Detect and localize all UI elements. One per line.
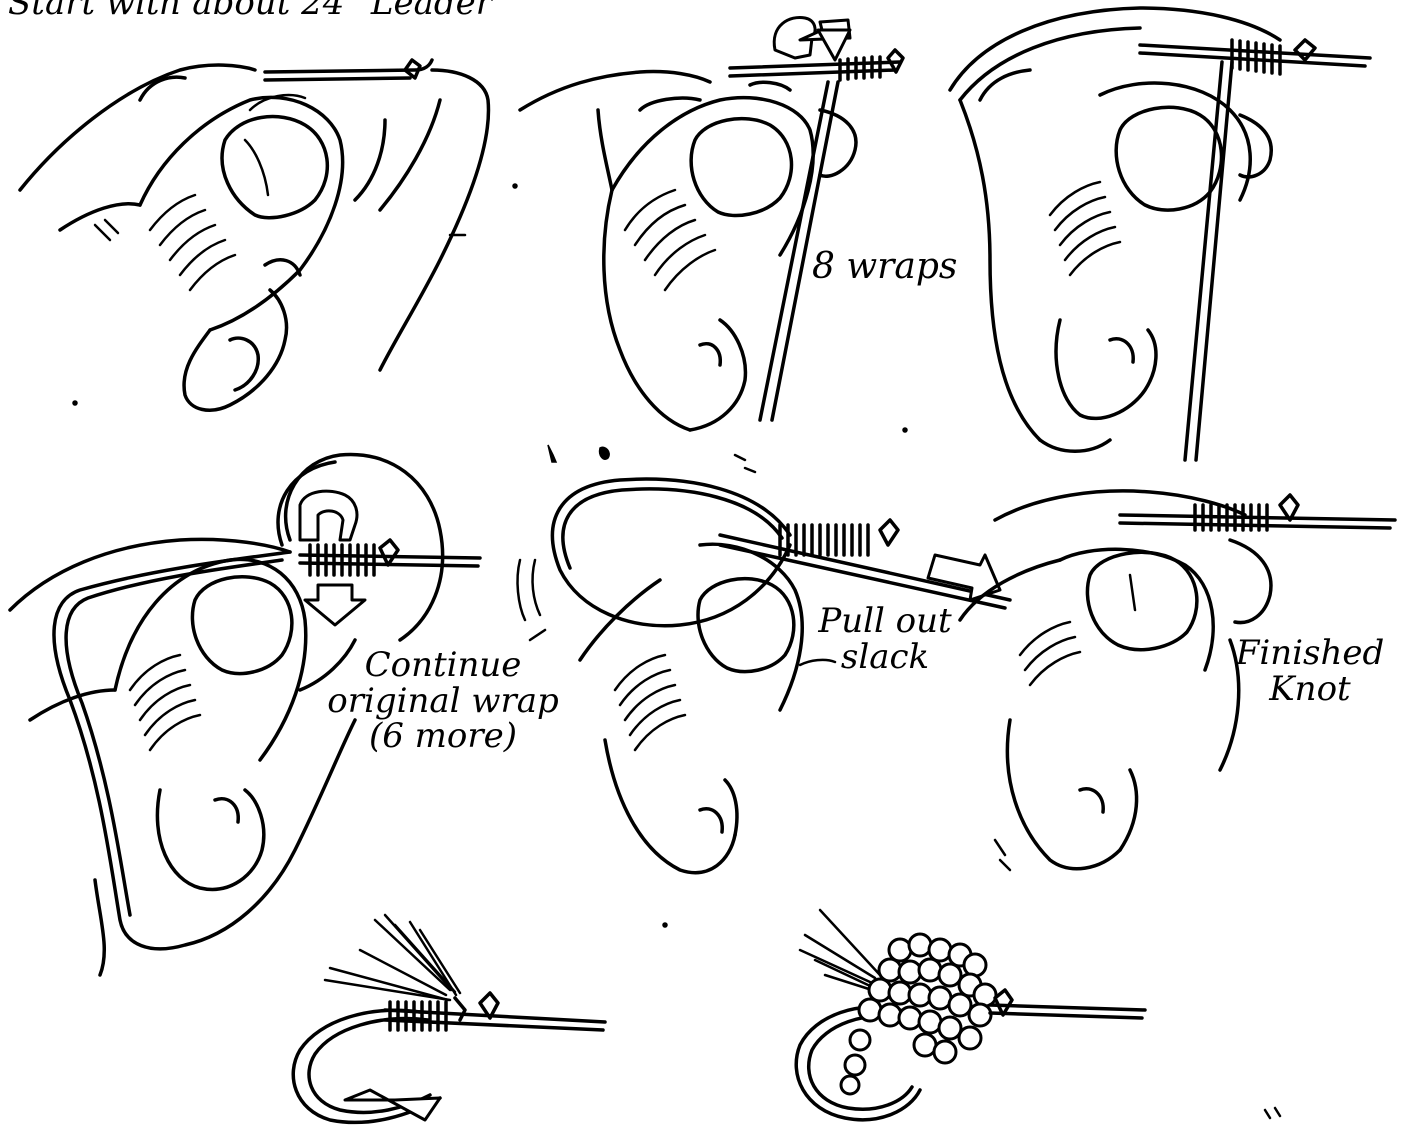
- step4-continue-caption: Continue original wrap (6 more): [318, 648, 568, 755]
- panel-1-hand-icon: [20, 60, 488, 410]
- stray-dot: [663, 923, 667, 927]
- step6-finished-caption: Finished Knot: [1225, 636, 1395, 707]
- step6-caption-line2: Knot: [1225, 672, 1395, 708]
- step2-wraps-caption: 8 wraps: [812, 248, 957, 286]
- panel-2-hand-icon: [520, 17, 903, 430]
- step4-caption-line3: (6 more): [318, 719, 568, 755]
- step6-caption-line1: Finished: [1225, 636, 1395, 672]
- fly-1-icon: [293, 915, 605, 1122]
- stray-mark: [1265, 1108, 1280, 1118]
- stray-dot: [903, 428, 907, 432]
- step5-caption-line2: slack: [805, 640, 965, 676]
- step5-pull-caption: Pull out slack: [805, 604, 965, 675]
- step4-caption-line2: original wrap: [318, 684, 568, 720]
- panel-3-hand-icon: [950, 8, 1370, 460]
- step4-caption-line1: Continue: [318, 648, 568, 684]
- fly-2-icon: [796, 910, 1145, 1120]
- step5-caption-line1: Pull out: [805, 604, 965, 640]
- step1-header-caption: Start with about 24" Leader: [8, 0, 492, 22]
- stray-dot: [513, 184, 517, 188]
- stray-dot: [73, 401, 77, 405]
